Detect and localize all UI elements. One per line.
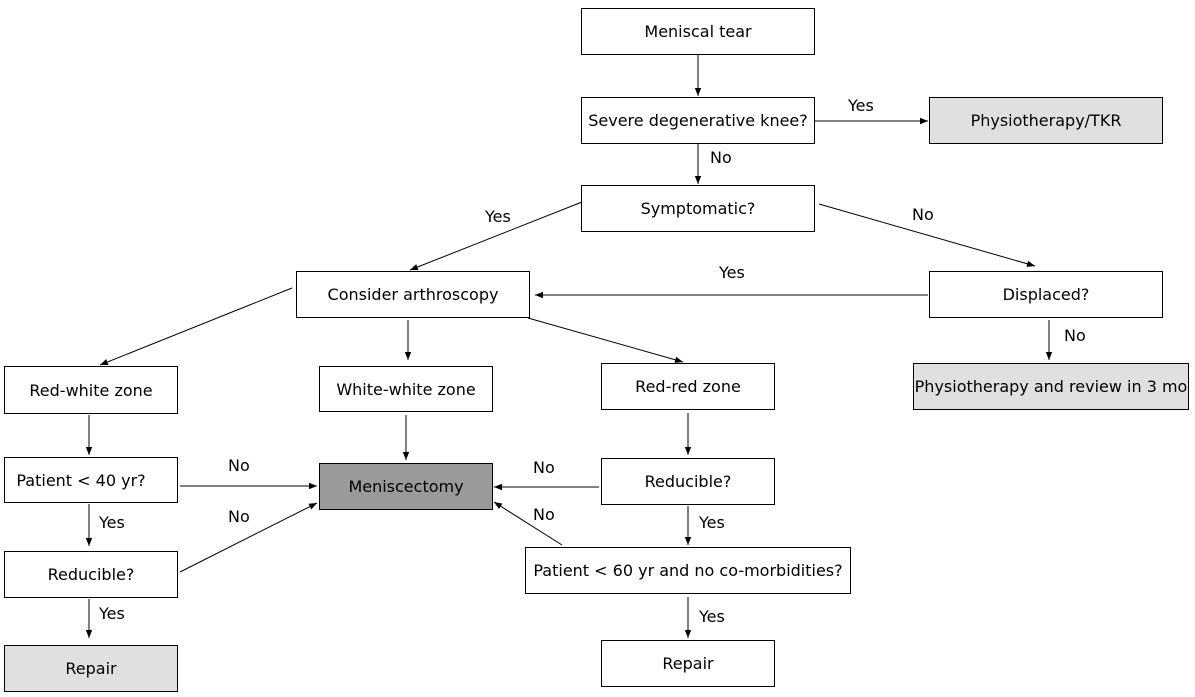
label-reducible-rr-no: No	[533, 458, 555, 477]
label-patient40-no: No	[228, 456, 250, 475]
node-meniscectomy: Meniscectomy	[319, 463, 493, 510]
label-symptomatic-no: No	[912, 205, 934, 224]
node-reducible-red-red: Reducible?	[601, 458, 775, 505]
label-patient40-yes: Yes	[99, 513, 125, 532]
arrow-arthroscopy-to-redwhite	[99, 287, 293, 366]
label-symptomatic-yes: Yes	[485, 207, 511, 226]
label-patient60-yes: Yes	[699, 607, 725, 626]
node-physiotherapy-tkr: Physiotherapy/TKR	[929, 97, 1163, 144]
label-reducible-rw-no: No	[228, 507, 250, 526]
label-displaced-yes: Yes	[719, 263, 745, 282]
label-severe-yes: Yes	[848, 96, 874, 115]
label-severe-no: No	[710, 148, 732, 167]
node-patient-under-40: Patient < 40 yr?	[4, 457, 178, 503]
arrow-symptomatic-to-arthroscopy	[409, 201, 583, 271]
node-symptomatic: Symptomatic?	[581, 185, 815, 232]
node-repair-right: Repair	[601, 640, 775, 687]
label-displaced-no: No	[1064, 326, 1086, 345]
arrow-patient60-to-meniscectomy	[493, 501, 563, 546]
label-patient60-no: No	[533, 505, 555, 524]
label-reducible-rr-yes: Yes	[699, 513, 725, 532]
node-white-white-zone: White-white zone	[319, 366, 493, 412]
node-consider-arthroscopy: Consider arthroscopy	[296, 271, 530, 318]
node-meniscal-tear: Meniscal tear	[581, 8, 815, 55]
arrow-symptomatic-to-displaced	[818, 203, 1036, 267]
node-repair-left: Repair	[4, 645, 178, 692]
node-displaced: Displaced?	[929, 271, 1163, 318]
arrow-reducible-rw-to-meniscectomy	[179, 502, 318, 573]
node-red-red-zone: Red-red zone	[601, 363, 775, 410]
node-severe-degenerative-knee: Severe degenerative knee?	[581, 97, 815, 144]
node-reducible-red-white: Reducible?	[4, 551, 178, 598]
label-reducible-rw-yes: Yes	[99, 604, 125, 623]
node-red-white-zone: Red-white zone	[4, 366, 178, 414]
arrow-arthroscopy-to-redred	[527, 317, 684, 363]
node-patient-under-60: Patient < 60 yr and no co-morbidities?	[525, 547, 851, 594]
node-physiotherapy-review: Physiotherapy and review in 3 mo	[913, 363, 1189, 410]
